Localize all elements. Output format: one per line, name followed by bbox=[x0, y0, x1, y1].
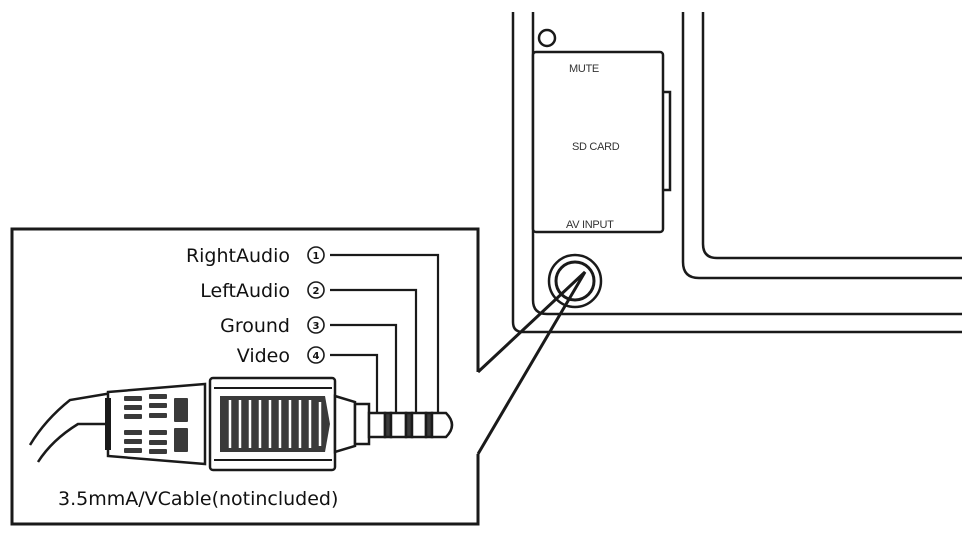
pin-number-4: 4 bbox=[313, 351, 320, 362]
mute-label: MUTE bbox=[569, 63, 599, 75]
pin-label-right-audio: RightAudio bbox=[186, 245, 290, 267]
slot-panel bbox=[531, 50, 672, 234]
pin-number-circle-2 bbox=[307, 281, 325, 299]
pin-label-video: Video bbox=[237, 345, 290, 367]
pin-number-circle-3 bbox=[307, 316, 325, 334]
plug-boot bbox=[105, 382, 207, 466]
pin-label-left-audio: LeftAudio bbox=[200, 280, 290, 302]
pin-number-3: 3 bbox=[313, 321, 320, 332]
sd-card-label: SD CARD bbox=[572, 141, 620, 153]
pin-number-badges: 1 2 3 4 bbox=[307, 246, 325, 364]
plug-grip bbox=[208, 376, 337, 472]
pin-number-circle-1 bbox=[307, 246, 325, 264]
cable-caption: 3.5mmA/VCable(notincluded) bbox=[58, 488, 338, 510]
av-cable bbox=[28, 391, 113, 463]
head-unit-panel bbox=[511, 12, 962, 334]
pin-label-ground: Ground bbox=[220, 315, 290, 337]
av-input-label: AV INPUT bbox=[566, 219, 614, 231]
plug-tip bbox=[333, 394, 454, 454]
pin-number-2: 2 bbox=[313, 286, 320, 297]
pin-number-circle-4 bbox=[307, 346, 325, 364]
pin-number-1: 1 bbox=[313, 251, 320, 262]
pin-leader-lines bbox=[330, 253, 440, 413]
callout-box bbox=[10, 227, 587, 526]
av-input-jack bbox=[547, 253, 603, 309]
